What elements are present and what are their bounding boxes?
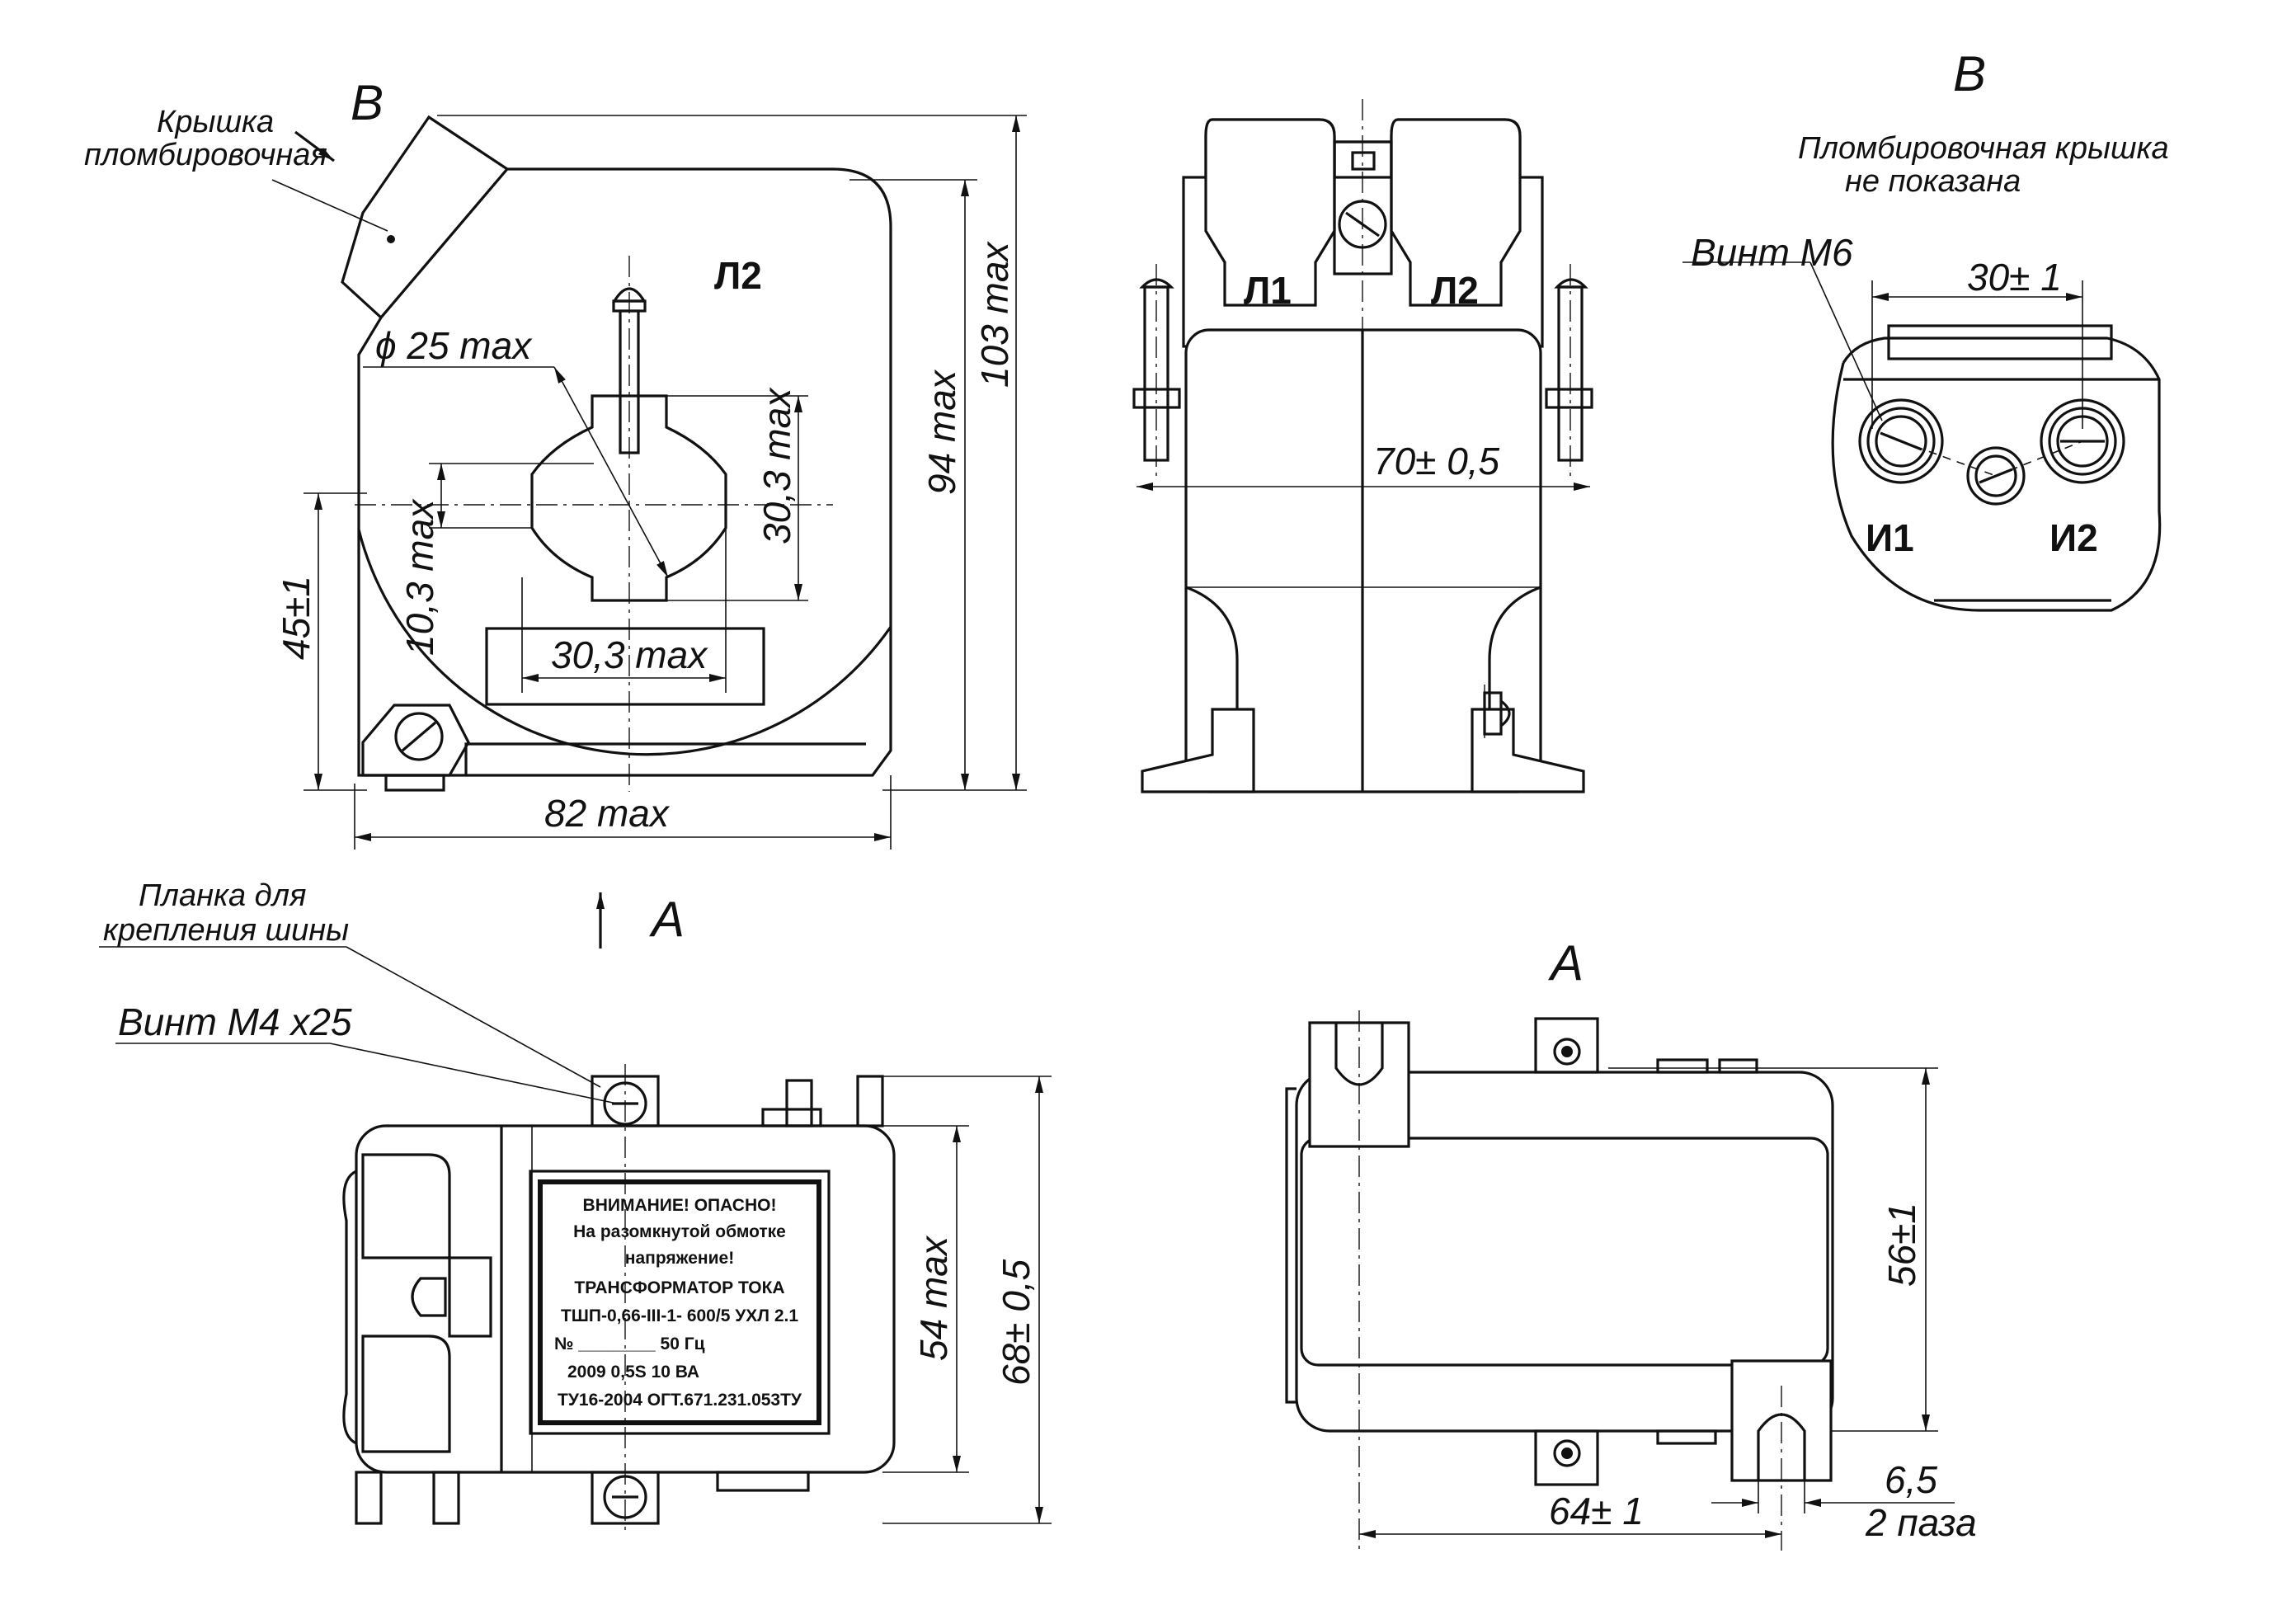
view-a-bolt-top-icon	[1534, 1017, 1758, 1074]
detail-b-screw-label: Винт М6	[1691, 231, 1853, 274]
dim-opening-width: 30,3 max	[551, 633, 708, 676]
transformer-body-front	[357, 167, 892, 777]
polarity-mark-l2: Л2	[714, 254, 762, 297]
detail-b-note-line1: Пломбировочная крышка	[1798, 131, 2169, 166]
lower-step	[464, 742, 866, 775]
nameplate-frame	[529, 1170, 831, 1435]
side-mark-l1: Л1	[1244, 269, 1292, 312]
lid-seal-dot	[387, 235, 395, 243]
earth-screw-icon	[361, 704, 470, 792]
lid-label-line1: Крышка	[157, 105, 274, 139]
nameplate-line-1: ВНИМАНИЕ! ОПАСНО!	[583, 1196, 777, 1215]
bracket-label-line2: крепления шины	[103, 913, 349, 948]
dim-slot-count: 2 паза	[1865, 1501, 1977, 1544]
terminal-i2-mark: И2	[2049, 516, 2098, 559]
nameplate-line-6: № ________ 50 Гц	[554, 1335, 705, 1353]
core-outline	[357, 529, 892, 756]
dim-terminal-spacing: 70± 0,5	[1373, 440, 1500, 482]
top-view: Планка для крепления шины Винт М4 х25 54…	[99, 878, 1052, 1534]
dim-slot-width: 6,5	[1885, 1458, 1937, 1501]
nameplate-line-2: На разомкнутой обмотке	[573, 1222, 786, 1241]
nameplate-line-3: напряжение!	[625, 1249, 734, 1268]
dim-total-depth: 68± 0,5	[995, 1259, 1038, 1386]
dim-slot: 10,3 max	[398, 498, 441, 656]
dim-opening-height: 30,3 max	[755, 387, 798, 544]
view-a-title: А	[1548, 935, 1584, 991]
nameplate-line-5: ТШП-0,66-III-1- 600/5 УХЛ 2.1	[561, 1306, 798, 1325]
view-b-arrow-label: В	[351, 75, 384, 130]
dim-center-height: 45±1	[275, 576, 318, 660]
marking-window	[485, 627, 765, 706]
terminal-i1-mark: И1	[1866, 516, 1914, 559]
detail-b-title: В	[1953, 46, 1986, 101]
terminal-screw-i1-icon	[1858, 398, 1944, 484]
detail-b-note-line2: не показана	[1845, 164, 2021, 199]
dim-mount-depth: 56±1	[1880, 1203, 1923, 1287]
top-cap-upper	[361, 1153, 451, 1259]
view-a-bolt-bottom-icon	[1534, 1429, 1717, 1486]
detail-b: В Пломбировочная крышка не показана Винт…	[1682, 46, 2169, 612]
view-a: А 64± 1 56±1 6,5 2 паза	[1285, 935, 1977, 1551]
view-a-inner-body	[1300, 1137, 1829, 1367]
busbar-bracket-top-icon	[591, 1075, 884, 1127]
side-mark-l2: Л2	[1431, 269, 1479, 312]
bus-bolt-right-icon	[1545, 278, 1593, 462]
dim-pitch: 30± 1	[1967, 256, 2062, 299]
bracket-label-line1: Планка для	[139, 878, 306, 913]
lid-label-line2: пломбировочная	[84, 138, 327, 172]
sealing-lid	[341, 115, 510, 320]
dim-diameter: ϕ 25 max	[375, 324, 533, 367]
dim-width: 82 max	[544, 792, 671, 835]
front-view: Крышка пломбировочная В Л2 ϕ 25 max 30,3…	[84, 75, 1027, 949]
busbar-bracket-bottom-icon	[355, 1471, 810, 1525]
top-screw-label: Винт М4 х25	[118, 1000, 352, 1043]
dim-mount-spacing: 64± 1	[1549, 1490, 1644, 1532]
nameplate-line-7: 2009 0,5S 10 ВА	[567, 1363, 699, 1382]
side-view: Л1 Л2 70± 0,5	[1132, 99, 1593, 793]
slotted-foot-lower	[1730, 1359, 1833, 1482]
dim-body-depth: 54 max	[912, 1235, 955, 1361]
mount-foot-left	[1141, 708, 1255, 793]
nameplate-line-4: ТРАНСФОРМАТОР ТОКА	[574, 1278, 784, 1297]
dim-height-total: 103 max	[973, 241, 1016, 388]
top-cap-lower	[361, 1335, 451, 1453]
view-a-arrow-label: А	[649, 892, 685, 947]
dim-height-body: 94 max	[920, 369, 963, 495]
nameplate-line-8: ТУ16-2004 ОГТ.671.231.053ТУ	[558, 1391, 802, 1410]
detail-break-outline	[1831, 337, 2162, 612]
